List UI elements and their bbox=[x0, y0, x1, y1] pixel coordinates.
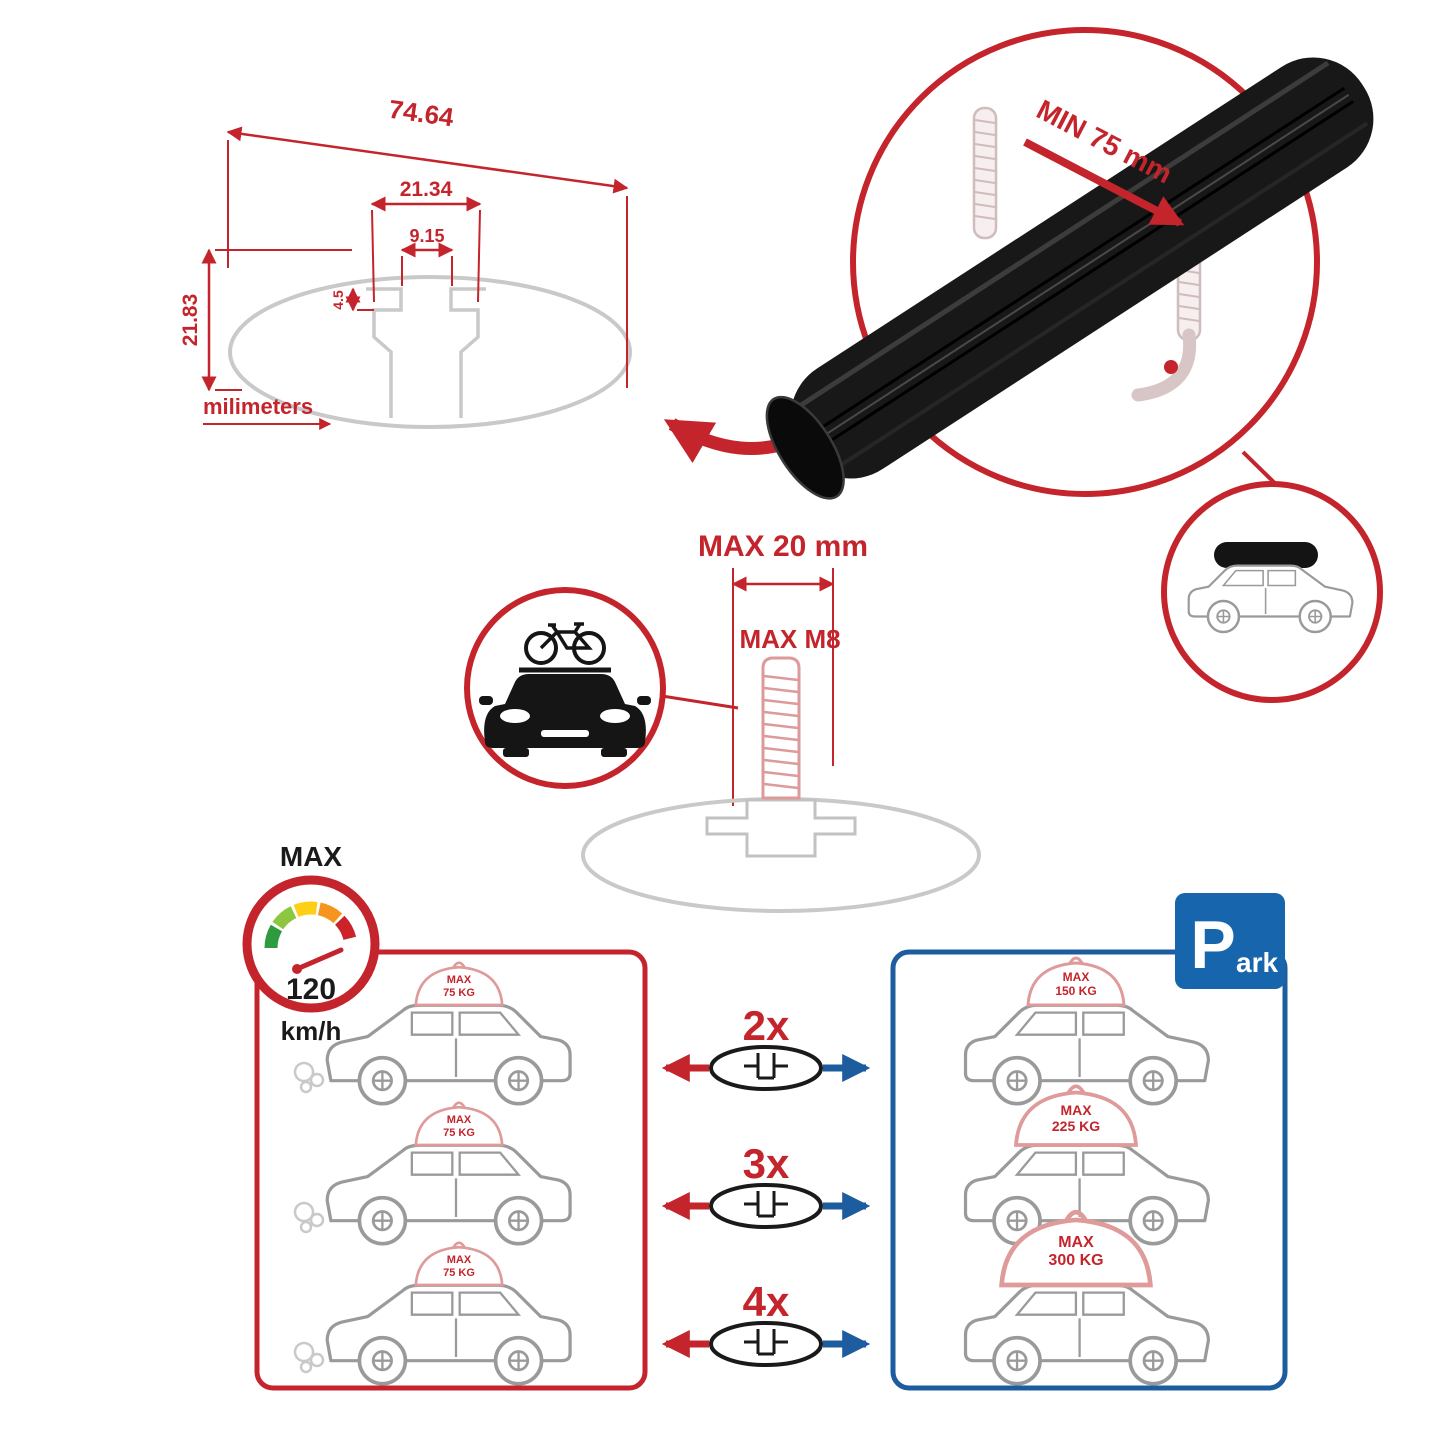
crossbar-profile-icon bbox=[709, 1183, 823, 1229]
driving-car-row-3: MAX 75 KG bbox=[293, 1241, 572, 1386]
dim-total-width-label: 74.64 bbox=[387, 94, 456, 133]
parking-sign-letter: P bbox=[1190, 907, 1235, 983]
bag-load-label: 75 KG bbox=[443, 987, 475, 999]
max-thread-label: MAX M8 bbox=[739, 624, 840, 654]
bag-load-label: 150 KG bbox=[1055, 984, 1096, 998]
crossbar-bar-render bbox=[765, 57, 1374, 500]
speed-limit-badge: MAX 120 km/h bbox=[242, 841, 380, 1046]
t-slot-channel-right bbox=[449, 287, 486, 418]
multiplier-row-1: 2x bbox=[661, 1002, 871, 1091]
parking-sign: P ark bbox=[1175, 893, 1285, 989]
multiplier-row-3: 4x bbox=[661, 1278, 871, 1367]
bag-max-label: MAX bbox=[447, 974, 472, 986]
crossbar-end-cap bbox=[765, 395, 845, 500]
driving-car-row-1: MAX 75 KG bbox=[293, 961, 572, 1106]
multiplier-label: 3x bbox=[743, 1140, 790, 1187]
car-front-icon bbox=[479, 667, 651, 757]
bag-load-label: 225 KG bbox=[1052, 1118, 1100, 1134]
max-length-label: MAX 20 mm bbox=[698, 530, 868, 563]
witness-channel-right bbox=[477, 209, 481, 303]
t-slot-channel-left bbox=[366, 287, 403, 418]
crossbar-profile-outline bbox=[228, 275, 632, 429]
multiplier-label: 4x bbox=[743, 1278, 790, 1325]
bag-max-label: MAX bbox=[447, 1254, 472, 1266]
parked-car-row-3: MAX 300 KG bbox=[963, 1212, 1211, 1386]
dim-slot-depth-label: 4.5 bbox=[330, 290, 346, 310]
multiplier-label: 2x bbox=[743, 1002, 790, 1049]
bolt-detail-section: MAX 20 mm MAX M8 bbox=[464, 530, 981, 913]
dim-total-height-label: 21.83 bbox=[179, 294, 202, 347]
speed-units: km/h bbox=[281, 1016, 342, 1046]
suv-roofbox-bubble bbox=[1161, 481, 1383, 703]
clamp-rod-left-icon bbox=[972, 106, 998, 240]
units-label: milimeters bbox=[203, 394, 313, 419]
bike-bubble-leader bbox=[661, 694, 739, 710]
clamp-fix-point-dot bbox=[1164, 360, 1178, 374]
bag-load-label: 75 KG bbox=[443, 1127, 475, 1139]
clamp-hook-icon bbox=[1131, 328, 1197, 402]
witness-channel-left bbox=[371, 209, 375, 303]
speedometer-needle bbox=[294, 947, 344, 972]
speedometer-icon bbox=[242, 875, 380, 1013]
bike-icon bbox=[524, 622, 606, 665]
parked-car-row-2: MAX 225 KG bbox=[963, 1084, 1211, 1246]
crossbar-profile-icon bbox=[709, 1321, 823, 1367]
crossbar-render-detail: MIN 75 mm bbox=[765, 27, 1374, 500]
slot-nut-block-icon bbox=[705, 798, 857, 858]
bolt-icon bbox=[761, 656, 801, 800]
parked-car-row-1: MAX 150 KG bbox=[963, 956, 1211, 1106]
bag-max-label: MAX bbox=[1063, 970, 1090, 984]
speedometer-pivot bbox=[292, 964, 302, 974]
roof-cargo-box-icon bbox=[1214, 542, 1318, 568]
speed-max-label: MAX bbox=[280, 841, 343, 872]
bag-load-label: 75 KG bbox=[443, 1267, 475, 1279]
dim-slot-width-label: 9.15 bbox=[409, 226, 444, 246]
dim-line-total-width bbox=[226, 126, 629, 194]
crossbar-profile-icon bbox=[709, 1045, 823, 1091]
crossbar-dimension-diagram: 74.64 21.34 9.15 4.5 21.83 milimeters bbox=[179, 94, 632, 430]
bag-max-label: MAX bbox=[447, 1114, 472, 1126]
driving-car-row-2: MAX 75 KG bbox=[293, 1101, 572, 1246]
dim-channel-width-label: 21.34 bbox=[400, 178, 453, 201]
parking-sign-suffix: ark bbox=[1236, 947, 1278, 978]
bag-load-label: 300 KG bbox=[1048, 1252, 1103, 1269]
speedometer-gauge-arcs bbox=[264, 901, 357, 949]
bag-max-label: MAX bbox=[1060, 1102, 1092, 1118]
speed-value: 120 bbox=[286, 973, 336, 1006]
bag-max-label: MAX bbox=[1058, 1234, 1094, 1251]
min-span-arrow bbox=[1023, 138, 1185, 227]
multiplier-row-2: 3x bbox=[661, 1140, 871, 1229]
